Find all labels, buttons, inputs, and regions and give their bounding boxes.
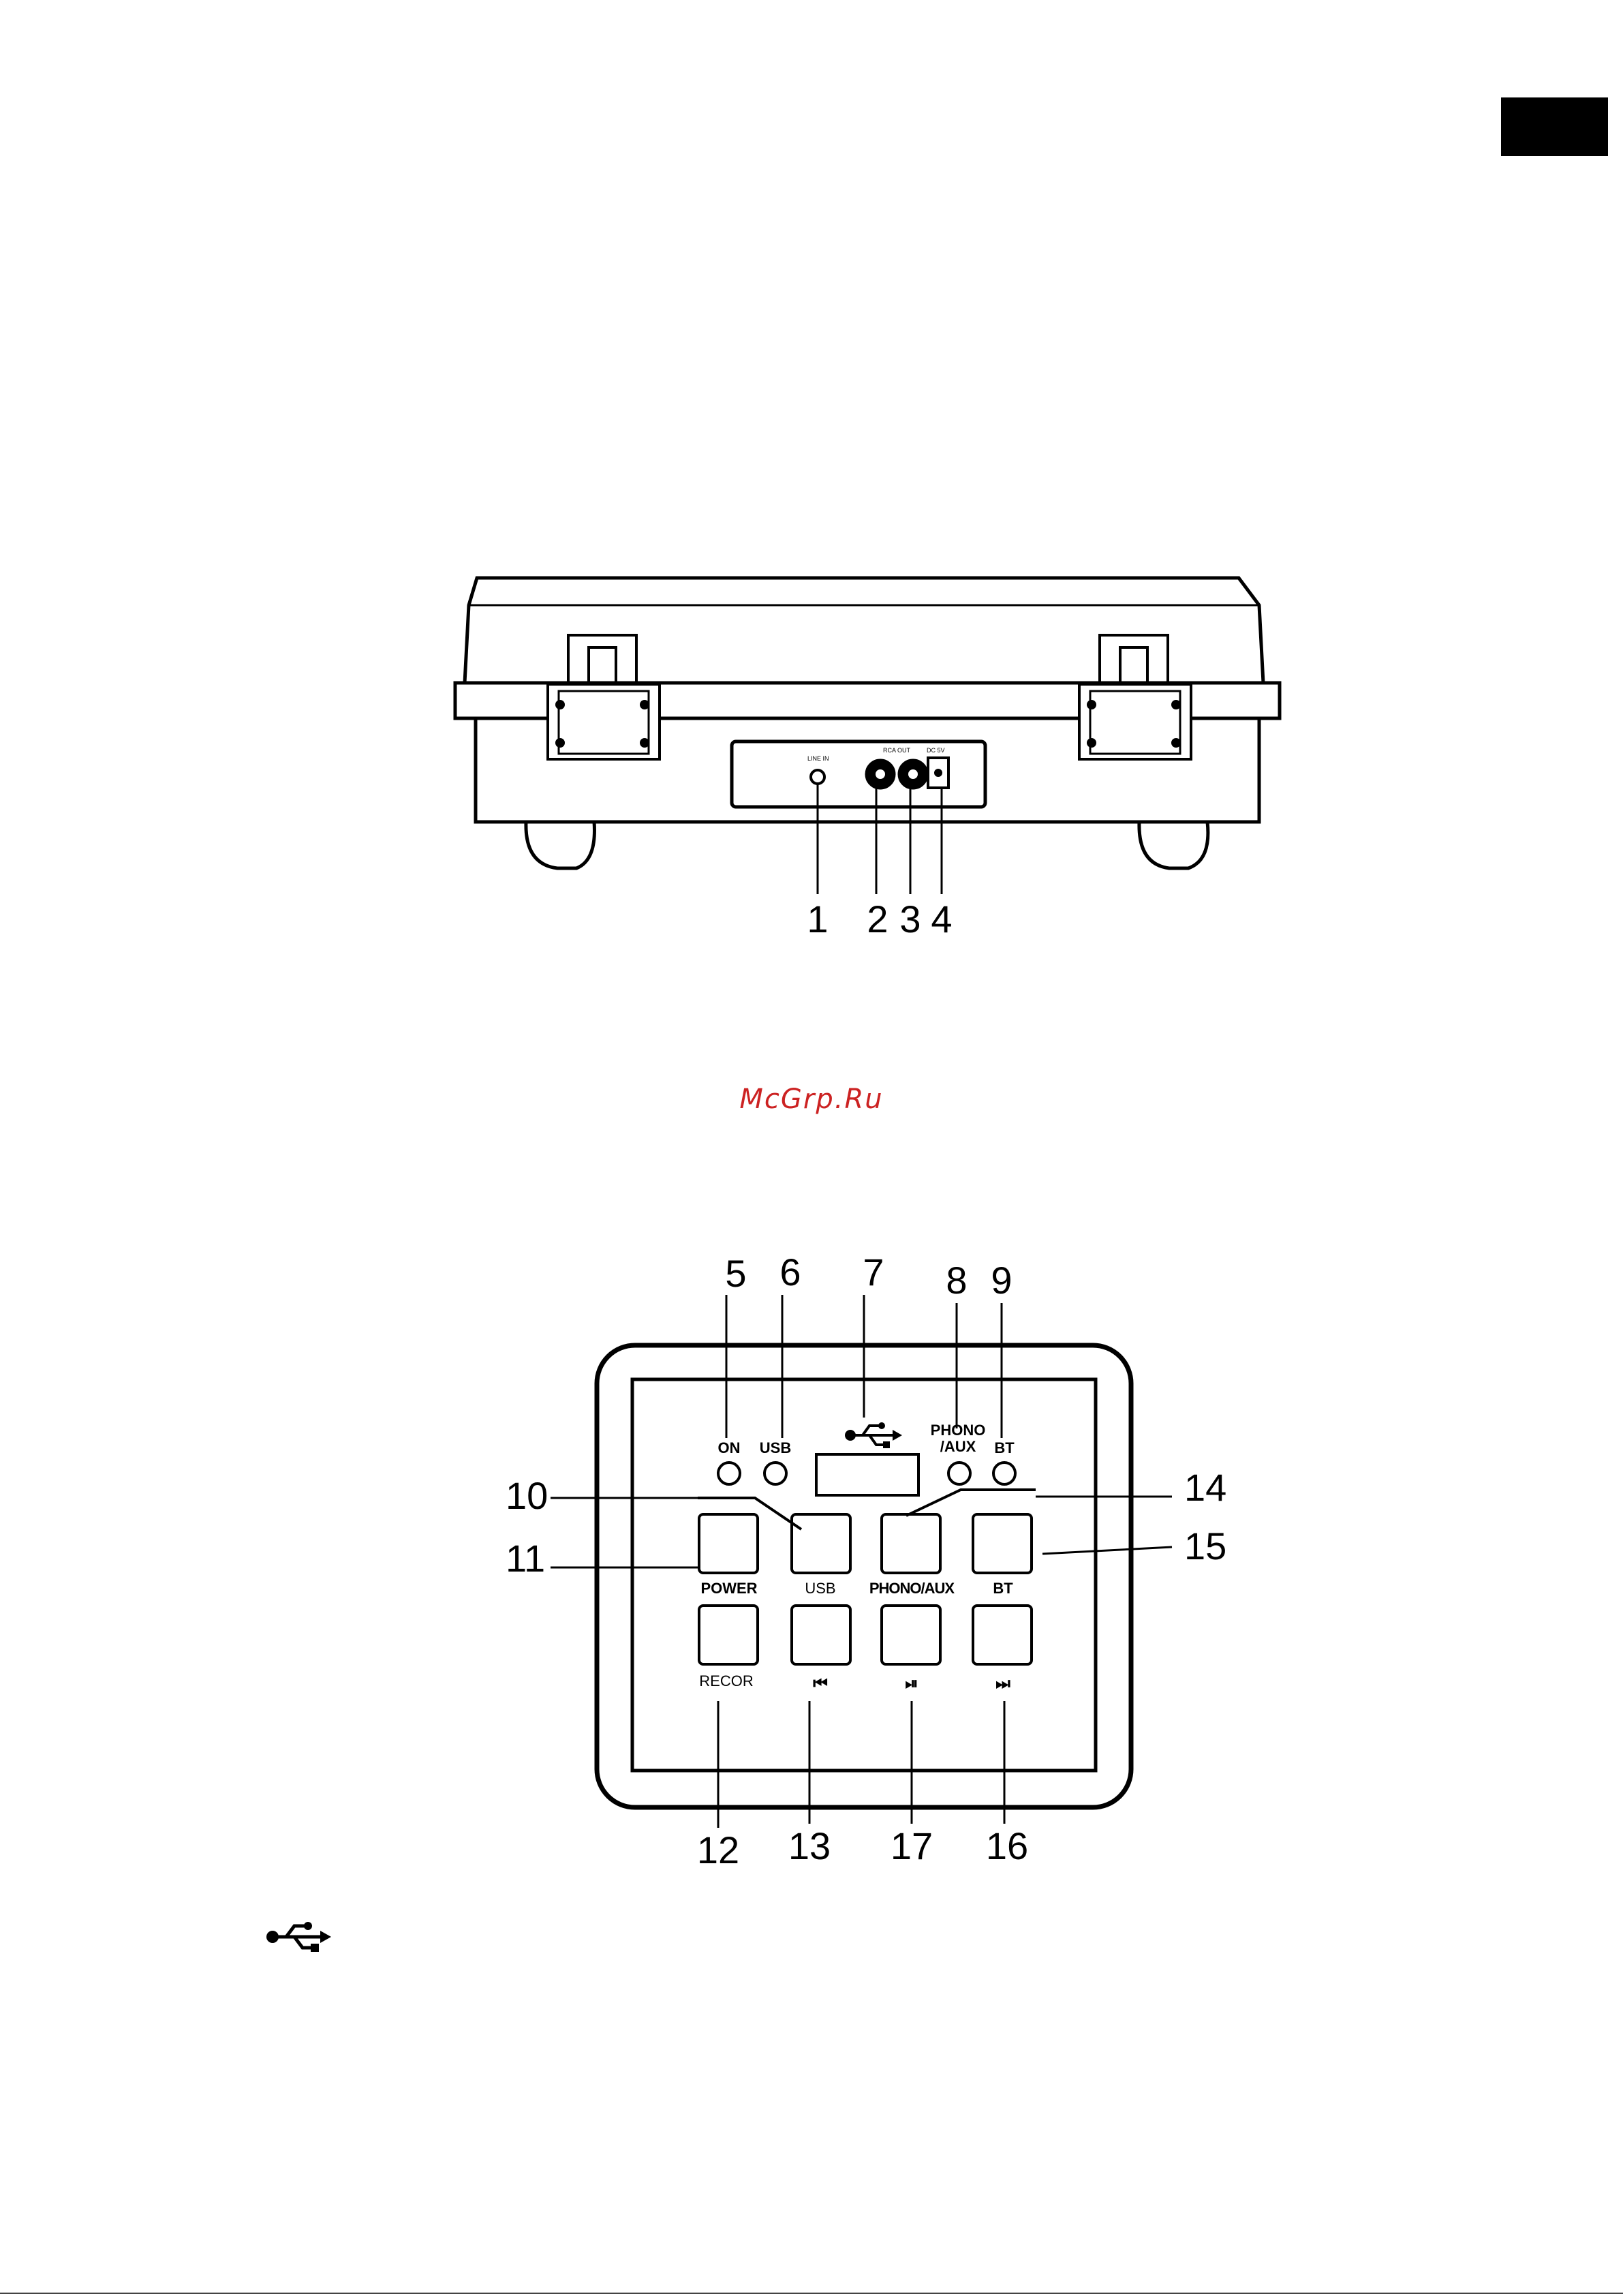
callout-3: 3 xyxy=(899,898,921,940)
usb-button-label: USB xyxy=(805,1580,835,1597)
bt-button-label: BT xyxy=(993,1580,1013,1597)
callout-13: 13 xyxy=(788,1824,831,1867)
indicator-label-phono: PHONO xyxy=(931,1422,986,1439)
led-bt xyxy=(993,1463,1015,1484)
callout-15: 15 xyxy=(1184,1525,1226,1567)
callout-7: 7 xyxy=(863,1251,884,1294)
callout-9: 9 xyxy=(991,1259,1012,1302)
callout-2: 2 xyxy=(867,898,888,940)
led-phono-aux xyxy=(948,1463,970,1484)
power-button-label: POWER xyxy=(700,1580,757,1597)
usb-icon xyxy=(845,1422,902,1448)
callout-5: 5 xyxy=(725,1252,746,1295)
callout-17: 17 xyxy=(891,1824,933,1867)
callout-6: 6 xyxy=(779,1251,801,1294)
callout-11: 11 xyxy=(506,1537,545,1580)
callout-16: 16 xyxy=(986,1824,1028,1867)
indicator-label-usb: USB xyxy=(760,1439,791,1456)
right-hinge xyxy=(1079,635,1191,759)
usb-button-outline xyxy=(792,1514,850,1573)
left-hinge xyxy=(548,635,660,759)
turntable-rear-view xyxy=(455,578,1280,894)
page-bottom-rule xyxy=(0,2293,1623,2294)
previous-track-icon: ⏮ xyxy=(813,1674,828,1693)
callout-14: 14 xyxy=(1184,1466,1226,1509)
phono-aux-button-label: PHONO/AUX xyxy=(869,1580,955,1597)
play-pause-icon: ⏯ xyxy=(905,1674,918,1693)
record-button-label: RECOR xyxy=(699,1672,753,1689)
control-panel xyxy=(551,1295,1172,1828)
indicator-label-bt: BT xyxy=(994,1439,1015,1456)
control-panel-inner-frame xyxy=(632,1379,1096,1771)
dc-input-label: DC 5V xyxy=(927,747,945,754)
led-usb xyxy=(764,1463,786,1484)
led-on xyxy=(718,1463,740,1484)
indicator-label-aux: /AUX xyxy=(940,1438,976,1455)
callout-12: 12 xyxy=(697,1828,739,1871)
callout-8: 8 xyxy=(946,1259,967,1302)
indicator-label-on: ON xyxy=(718,1439,741,1456)
usb-port-slot xyxy=(816,1454,918,1495)
next-button-outline xyxy=(973,1606,1032,1664)
rca-out-label: RCA OUT xyxy=(883,747,911,754)
power-button-outline xyxy=(699,1514,758,1573)
usb-icon-legend xyxy=(266,1922,331,1952)
callout-1: 1 xyxy=(807,898,828,940)
callout-4: 4 xyxy=(931,898,952,940)
phono-aux-button-outline xyxy=(882,1514,940,1573)
line-in-jack xyxy=(811,770,824,784)
bt-button-outline xyxy=(973,1514,1032,1573)
play-pause-button-outline xyxy=(882,1606,940,1664)
record-button-outline xyxy=(699,1606,758,1664)
previous-button-outline xyxy=(792,1606,850,1664)
callout-10: 10 xyxy=(506,1474,548,1517)
next-track-icon: ⏭ xyxy=(995,1674,1010,1693)
line-in-label: LINE IN xyxy=(807,755,829,762)
watermark: McGrp.Ru xyxy=(0,1084,1623,1115)
